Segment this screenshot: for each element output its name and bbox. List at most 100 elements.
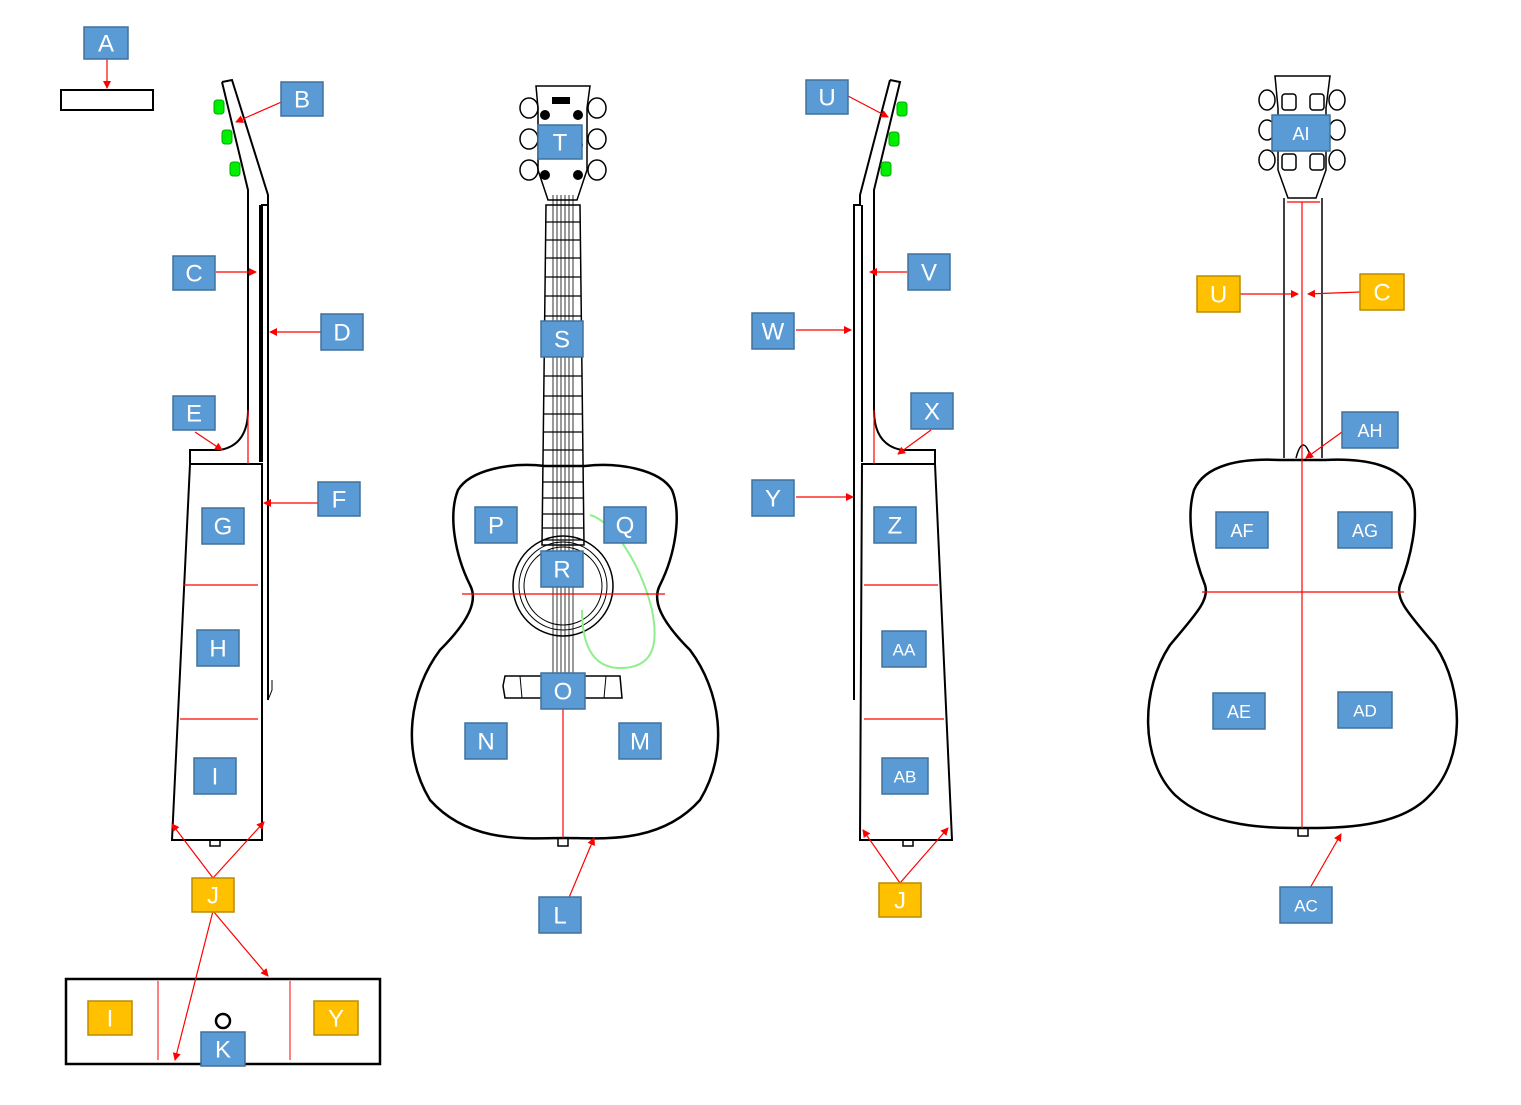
label-ab: AB [881,757,929,795]
side-body-outline [170,463,263,841]
label-e: E [172,395,216,431]
label-text: G [214,514,233,541]
side-right-body [858,463,954,841]
label-text: U [1210,282,1227,309]
label-text: E [186,401,202,428]
endpin-circle [214,1012,232,1030]
front-fretboard [541,204,585,546]
label-ad: AD [1337,691,1393,729]
label-v: V [907,253,951,291]
label-text: W [762,319,785,346]
back-view [1146,75,1459,837]
label-ai: AI [1271,114,1331,152]
label-text: U [818,85,835,112]
soundhole [512,535,614,637]
label-x: X [910,392,954,430]
front-strings [552,195,574,682]
label-text: AI [1292,124,1309,144]
label-text: Z [888,513,903,540]
label-text: J [207,883,219,910]
side-view-right [853,79,954,841]
label-text: T [553,130,568,157]
label-text: AC [1294,897,1318,916]
label-p: P [474,506,518,544]
label-text: Q [616,513,635,540]
label-l: L [538,896,582,934]
side-tuners-left [213,99,241,177]
label-text: I [107,1006,114,1033]
label-o: O [540,672,586,710]
label-r: R [540,550,584,588]
label-text: C [1373,280,1390,307]
label-g: G [201,507,245,545]
label-c2: C [1359,273,1405,311]
label-text: R [553,557,570,584]
label-a: A [83,26,129,60]
label-ah: AH [1341,411,1399,449]
side-tuners-right [880,101,908,177]
label-j: J [191,877,235,913]
label-text: S [554,327,570,354]
label-c: C [172,255,216,291]
back-neck [1283,198,1323,458]
label-text: AH [1357,421,1382,441]
label-text: L [553,903,566,930]
label-q: Q [603,506,647,544]
side-view-left [170,78,273,841]
label-j2: J [878,882,922,918]
label-af: AF [1215,511,1269,549]
label-text: P [488,513,504,540]
arrows [103,58,1361,1061]
side-right-dividers [864,410,944,720]
label-t: T [537,124,583,160]
label-text: M [630,729,650,756]
label-u2: U [1196,275,1241,313]
label-z: Z [873,506,917,544]
label-h: H [196,629,240,667]
label-y: Y [751,479,795,517]
label-text: A [98,31,114,58]
label-y2: Y [313,1000,359,1036]
label-aa: AA [881,630,927,668]
label-b: B [280,81,324,117]
label-text: V [921,260,937,287]
label-s: S [540,320,584,358]
back-dividers [1202,201,1404,828]
label-text: I [212,764,219,791]
label-ag: AG [1337,511,1393,549]
side-right-neck [853,79,936,700]
component-box-a [60,89,154,111]
label-text: Y [765,486,781,513]
side-left-endpin [209,839,221,847]
label-d: D [320,313,364,351]
label-text: J [894,888,906,915]
label-text: C [185,261,202,288]
side-fretboard-edge [267,505,273,701]
label-text: F [332,487,347,514]
label-n: N [464,722,508,760]
label-k: K [200,1031,246,1067]
label-text: O [554,679,573,706]
label-text: AE [1227,702,1251,722]
label-w: W [751,312,795,350]
front-frets [542,221,584,541]
label-i2: I [87,1000,133,1036]
label-text: Y [328,1006,344,1033]
label-text: H [209,636,226,663]
label-text: AA [893,641,916,660]
front-view [410,85,720,847]
label-text: X [924,399,940,426]
label-text: N [477,729,494,756]
label-ac: AC [1279,886,1333,924]
label-m: M [618,722,662,760]
label-text: AD [1353,702,1377,721]
label-u: U [805,79,849,115]
label-text: K [215,1037,231,1064]
label-ae: AE [1212,692,1266,730]
label-text: B [294,87,310,114]
front-dividers [462,593,665,838]
label-text: AG [1352,521,1378,541]
label-text: AF [1230,521,1253,541]
